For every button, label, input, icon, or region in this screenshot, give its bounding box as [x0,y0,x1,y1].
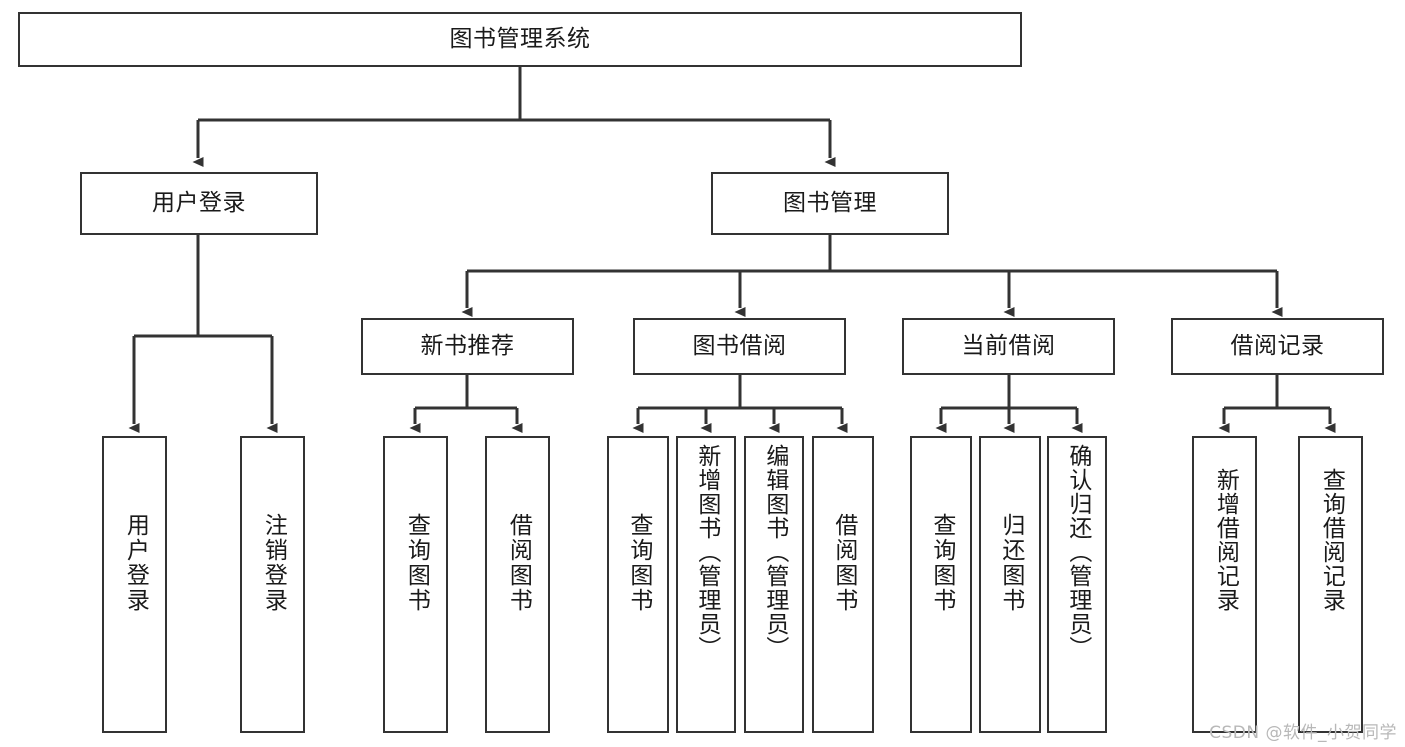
leaf-add-borrow-record[interactable]: 新增借阅记录 [1192,436,1257,733]
leaf-query-book-3[interactable]: 查询图书 [910,436,972,733]
leaf-query-book-1-label: 查询图书 [403,513,430,613]
node-user-login[interactable]: 用户登录 [80,172,318,235]
leaf-query-book-2-label: 查询图书 [625,513,652,613]
node-user-login-label: 用户登录 [152,189,246,216]
node-current-borrow-label: 当前借阅 [961,332,1056,359]
node-new-book-recommend[interactable]: 新书推荐 [361,318,574,375]
leaf-query-book-2[interactable]: 查询图书 [607,436,669,733]
leaf-confirm-return-admin[interactable]: 确认归还（管理员） [1047,436,1107,733]
leaf-user-login[interactable]: 用户登录 [102,436,167,733]
node-borrow-record-label: 借阅记录 [1230,332,1325,359]
node-new-book-recommend-label: 新书推荐 [420,332,515,359]
leaf-user-login-label: 用户登录 [122,513,149,613]
leaf-edit-book-admin-label: 编辑图书（管理员） [761,444,788,660]
node-current-borrow[interactable]: 当前借阅 [902,318,1115,375]
leaf-query-borrow-record[interactable]: 查询借阅记录 [1298,436,1363,733]
leaf-return-book[interactable]: 归还图书 [979,436,1041,733]
node-book-manage[interactable]: 图书管理 [711,172,949,235]
node-book-borrow[interactable]: 图书借阅 [633,318,846,375]
node-root-label: 图书管理系统 [449,25,591,52]
leaf-add-book-admin[interactable]: 新增图书（管理员） [676,436,736,733]
node-book-manage-label: 图书管理 [783,189,877,216]
leaf-confirm-return-admin-label: 确认归还（管理员） [1064,444,1091,660]
leaf-borrow-book-1-label: 借阅图书 [505,513,532,613]
node-borrow-record[interactable]: 借阅记录 [1171,318,1384,375]
leaf-borrow-book-1[interactable]: 借阅图书 [485,436,550,733]
csdn-watermark: CSDN @软件_小贺同学 [1209,723,1397,743]
leaf-logout-login[interactable]: 注销登录 [240,436,305,733]
leaf-add-book-admin-label: 新增图书（管理员） [693,444,720,660]
leaf-query-book-3-label: 查询图书 [928,513,955,613]
leaf-logout-login-label: 注销登录 [260,513,287,613]
leaf-borrow-book-2[interactable]: 借阅图书 [812,436,874,733]
leaf-query-book-1[interactable]: 查询图书 [383,436,448,733]
node-book-borrow-label: 图书借阅 [692,332,787,359]
leaf-edit-book-admin[interactable]: 编辑图书（管理员） [744,436,804,733]
leaf-borrow-book-2-label: 借阅图书 [830,513,857,613]
leaf-query-borrow-record-label: 查询借阅记录 [1318,468,1345,612]
leaf-return-book-label: 归还图书 [997,513,1024,613]
leaf-add-borrow-record-label: 新增借阅记录 [1212,468,1239,612]
node-root[interactable]: 图书管理系统 [18,12,1022,67]
